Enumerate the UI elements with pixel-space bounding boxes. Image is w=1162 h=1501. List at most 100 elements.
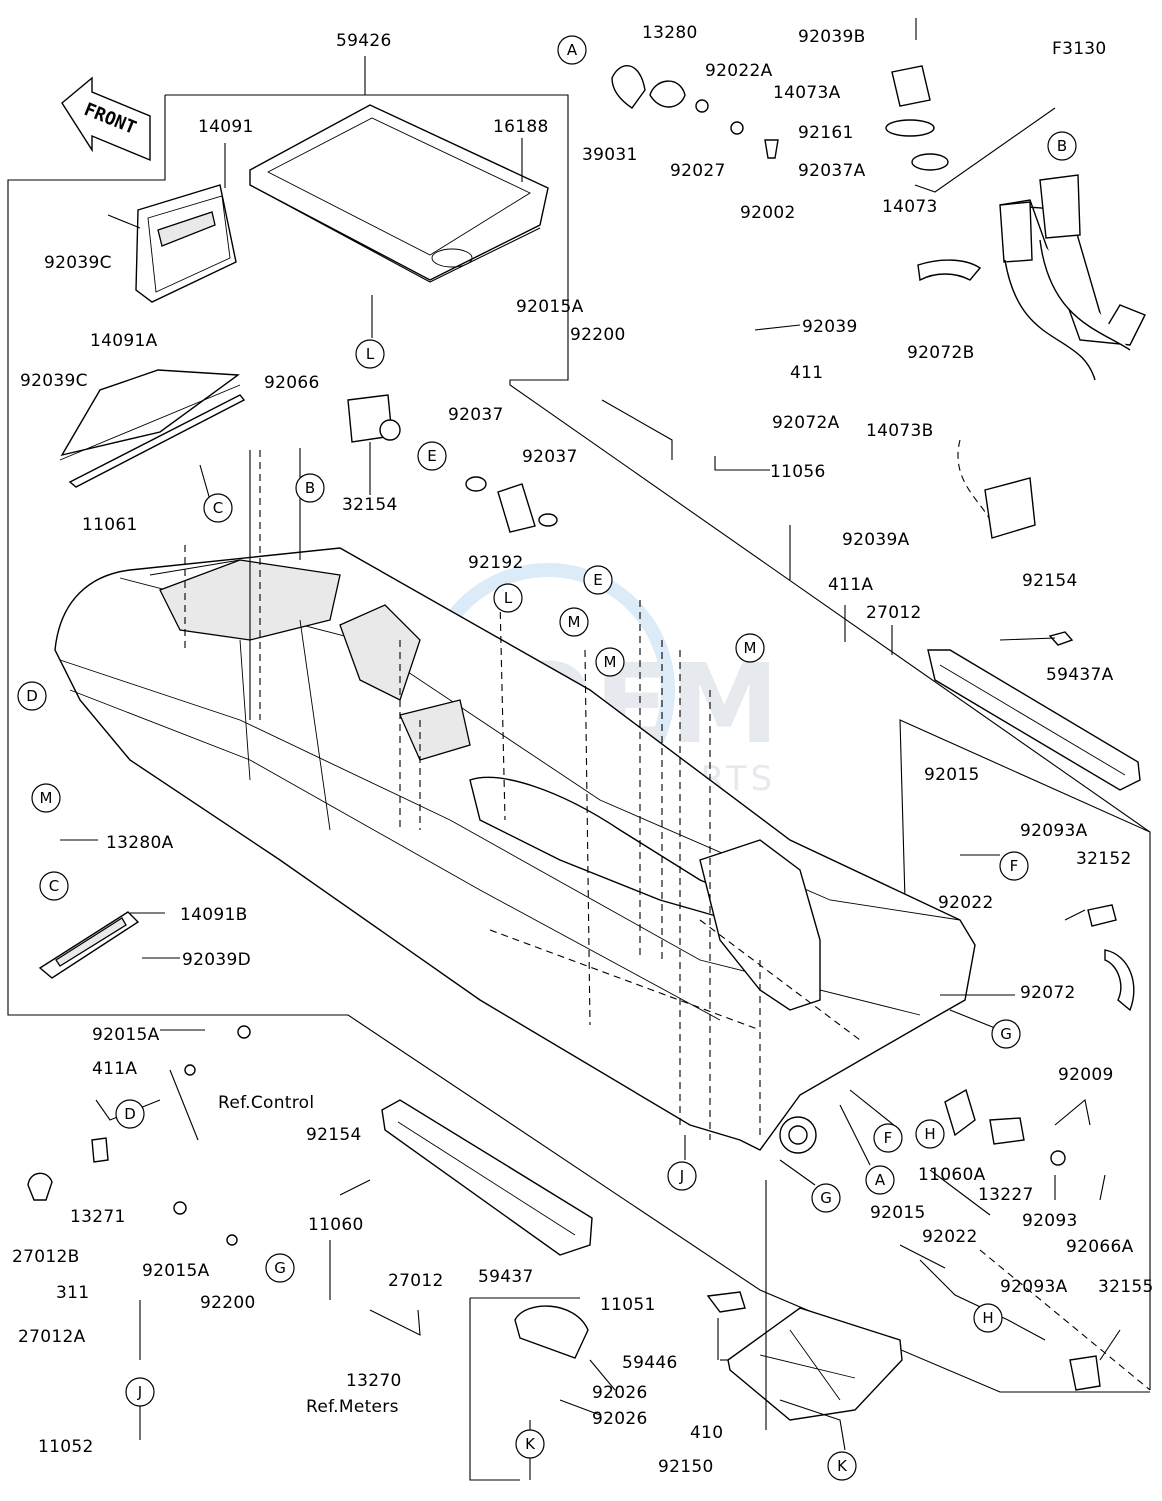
hull-body xyxy=(54,547,976,1154)
label-92093A-b: 92093A xyxy=(1000,1277,1068,1297)
label-92022A: 92022A xyxy=(705,61,773,81)
label-92015-b: 92015 xyxy=(870,1203,926,1223)
label-11052: 11052 xyxy=(38,1437,94,1457)
label-14073B: 14073B xyxy=(866,421,934,441)
label-92027: 92027 xyxy=(670,161,726,181)
label-92066: 92066 xyxy=(264,373,320,393)
label-92039: 92039 xyxy=(802,317,858,337)
callout-E-2: E xyxy=(583,565,613,595)
callout-L-1: L xyxy=(355,339,385,369)
label-27012-a: 27012 xyxy=(866,603,922,623)
label-92039D: 92039D xyxy=(182,950,251,970)
label-14073A: 14073A xyxy=(773,83,841,103)
callout-H-1: H xyxy=(915,1119,945,1149)
callout-J-1: J xyxy=(667,1161,697,1191)
callout-G-3: G xyxy=(265,1253,295,1283)
svg-text:G: G xyxy=(1000,1025,1012,1043)
label-27012B: 27012B xyxy=(12,1247,80,1267)
hatch-cover-14091 xyxy=(135,184,237,303)
label-92154-a: 92154 xyxy=(1022,571,1078,591)
label-14091A: 14091A xyxy=(90,331,158,351)
dashed-reference-lines xyxy=(184,450,1151,1391)
label-14091B: 14091B xyxy=(180,905,248,925)
callout-C-1: C xyxy=(203,493,233,523)
label-92026-a: 92026 xyxy=(592,1383,648,1403)
svg-text:A: A xyxy=(567,41,578,59)
label-13280: 13280 xyxy=(642,23,698,43)
label-92192: 92192 xyxy=(468,553,524,573)
label-59446: 59446 xyxy=(622,1353,678,1373)
svg-text:B: B xyxy=(305,479,315,497)
label-410: 410 xyxy=(690,1423,723,1443)
label-11060: 11060 xyxy=(308,1215,364,1235)
label-59437: 59437 xyxy=(478,1267,534,1287)
label-92072B: 92072B xyxy=(907,343,975,363)
svg-text:J: J xyxy=(679,1167,684,1185)
callout-G-1: G xyxy=(991,1019,1021,1049)
lower-left-parts xyxy=(27,911,251,1246)
label-92009: 92009 xyxy=(1058,1065,1114,1085)
storage-bin-59426 xyxy=(249,104,549,283)
label-92039C-a: 92039C xyxy=(44,253,112,273)
callout-K-1: K xyxy=(515,1429,545,1459)
callout-A-1: A xyxy=(557,35,587,65)
label-14091: 14091 xyxy=(198,117,254,137)
callout-K-2: K xyxy=(827,1451,857,1481)
svg-text:D: D xyxy=(124,1105,136,1123)
callout-M-2: M xyxy=(595,647,625,677)
label-411A-a: 411A xyxy=(828,575,873,595)
svg-text:M: M xyxy=(40,789,53,807)
callout-D-1: D xyxy=(17,681,47,711)
label-27012A: 27012A xyxy=(18,1327,86,1347)
label-92015A-c: 92015A xyxy=(142,1261,210,1281)
label-92037-b: 92037 xyxy=(522,447,578,467)
svg-text:H: H xyxy=(982,1309,993,1327)
callout-M-4: M xyxy=(31,783,61,813)
svg-text:A: A xyxy=(875,1171,886,1189)
label-92002: 92002 xyxy=(740,203,796,223)
svg-text:E: E xyxy=(427,447,436,465)
label-92200-a: 92200 xyxy=(570,325,626,345)
fitting-13280 xyxy=(611,65,779,159)
svg-text:G: G xyxy=(274,1259,286,1277)
label-59437A: 59437A xyxy=(1046,665,1114,685)
callout-C-2: C xyxy=(39,871,69,901)
callout-B-2: B xyxy=(295,473,325,503)
label-92039C-b: 92039C xyxy=(20,371,88,391)
callout-L-2: L xyxy=(493,583,523,613)
callout-E-1: E xyxy=(417,441,447,471)
callout-J-2: J xyxy=(125,1377,155,1407)
label-92026-b: 92026 xyxy=(592,1409,648,1429)
label-411A-b: 411A xyxy=(92,1059,137,1079)
svg-text:F: F xyxy=(884,1129,893,1147)
label-32152: 32152 xyxy=(1076,849,1132,869)
svg-text:K: K xyxy=(525,1435,536,1453)
label-92022-a: 92022 xyxy=(938,893,994,913)
label-13271: 13271 xyxy=(70,1207,126,1227)
front-arrow: FRONT xyxy=(61,76,151,162)
label-92072: 92072 xyxy=(1020,983,1076,1003)
svg-text:K: K xyxy=(837,1457,848,1475)
intake-32154 xyxy=(347,394,558,533)
reference-callouts: A A B B C C D D E E F F G G G H H J J K … xyxy=(17,35,1077,1481)
label-411: 411 xyxy=(790,363,823,383)
label-92150: 92150 xyxy=(658,1457,714,1477)
label-11051: 11051 xyxy=(600,1295,656,1315)
fitting-14073A xyxy=(885,18,949,171)
svg-text:M: M xyxy=(604,653,617,671)
callout-M-1: M xyxy=(559,607,589,637)
svg-text:M: M xyxy=(568,613,581,631)
svg-text:F: F xyxy=(1010,857,1019,875)
label-92072A: 92072A xyxy=(772,413,840,433)
label-ref-control: Ref.Control xyxy=(218,1093,314,1113)
leader-lines xyxy=(60,138,1121,1480)
svg-text:L: L xyxy=(504,589,513,607)
label-92039B: 92039B xyxy=(798,27,866,47)
label-92093: 92093 xyxy=(1022,1211,1078,1231)
label-13280A: 13280A xyxy=(106,833,174,853)
svg-text:D: D xyxy=(26,687,38,705)
svg-text:B: B xyxy=(1057,137,1067,155)
label-92039A: 92039A xyxy=(842,530,910,550)
